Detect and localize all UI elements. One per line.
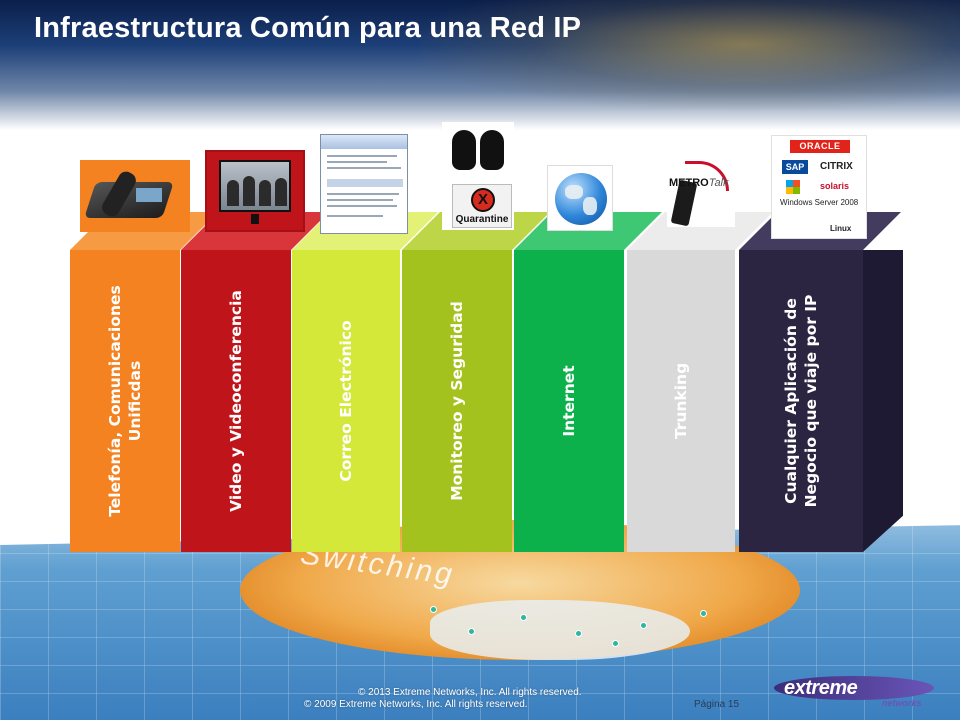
- video-conference-icon: [205, 150, 305, 232]
- column-any-application: Cualquier Aplicación de Negocio que viaj…: [739, 212, 903, 552]
- page-number: Página 15: [694, 699, 740, 710]
- windows-logo-icon: [786, 180, 800, 194]
- copyright-2013: © 2013 Extreme Networks, Inc. All rights…: [358, 687, 582, 698]
- email-client-icon: [320, 134, 408, 234]
- quarantine-badge: X Quarantine: [452, 184, 512, 228]
- column-label-email: Correo Electrónico: [337, 320, 355, 482]
- enterprise-apps-logos: ORACLE SAP CITRIX solaris Windows Server…: [771, 135, 867, 239]
- windows-server-logo: Windows Server 2008: [780, 198, 859, 207]
- quarantine-label: Quarantine: [455, 214, 509, 225]
- globe-icon: [547, 165, 613, 231]
- solaris-logo: solaris: [820, 181, 850, 191]
- column-label-video: Video y Videoconferencia: [227, 290, 245, 512]
- binoculars-icon: X Quarantine: [442, 122, 514, 230]
- extreme-networks-logo: extreme networks: [774, 672, 938, 708]
- copyright-2009: © 2009 Extreme Networks, Inc. All rights…: [304, 699, 528, 710]
- slide-title: Infraestructura Común para una Red IP: [34, 12, 582, 44]
- map-node: [640, 622, 647, 629]
- desk-phone-icon: [80, 160, 190, 232]
- map-node: [430, 606, 437, 613]
- column-internet: Internet: [514, 212, 662, 552]
- column-monitoring: Monitoreo y Seguridad: [402, 212, 550, 552]
- column-telephony: Telefonía, Comunicaciones Unificdas: [70, 212, 218, 552]
- column-video: Video y Videoconferencia: [181, 212, 329, 552]
- linux-logo: Linux: [830, 224, 852, 233]
- map-node: [700, 610, 707, 617]
- column-label-telephony: Telefonía, Comunicaciones Unificdas: [106, 285, 144, 517]
- metrotalk-logo: METROTalk: [669, 177, 729, 189]
- two-way-radio-icon: METROTalk: [667, 159, 735, 227]
- column-label-trunking: Trunking: [672, 362, 690, 440]
- citrix-logo: CITRIX: [820, 161, 853, 172]
- header-glow: [420, 0, 960, 110]
- column-trunking: Trunking: [627, 212, 773, 552]
- quarantine-x-icon: X: [471, 188, 495, 212]
- column-label-internet: Internet: [560, 365, 578, 437]
- oracle-logo: ORACLE: [790, 140, 850, 153]
- column-email: Correo Electrónico: [292, 212, 438, 552]
- sap-logo: SAP: [782, 160, 808, 174]
- map-node: [468, 628, 475, 635]
- column-label-any-application: Cualquier Aplicación de Negocio que viaj…: [782, 294, 820, 508]
- column-label-monitoring: Monitoreo y Seguridad: [448, 301, 466, 501]
- map-node: [575, 630, 582, 637]
- map-node: [520, 614, 527, 621]
- map-node: [612, 640, 619, 647]
